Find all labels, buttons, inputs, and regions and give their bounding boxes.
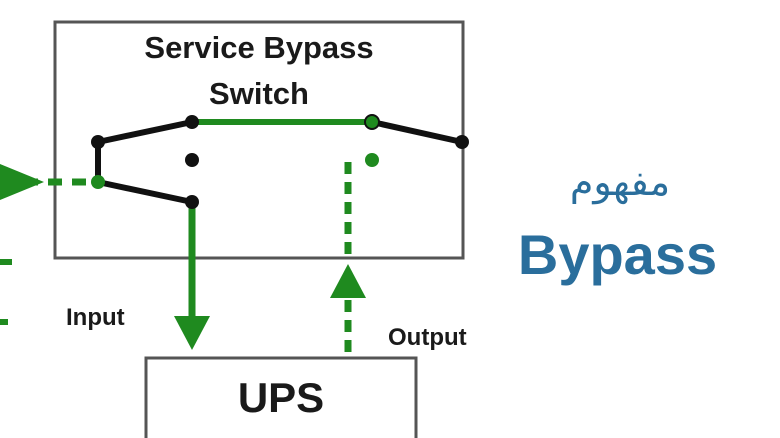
contact-dot-bottom-left xyxy=(185,195,199,209)
switch-link-lower-left xyxy=(97,179,193,205)
contact-dot-middle-right xyxy=(365,153,379,167)
switch-box-title-line2: Switch xyxy=(209,76,309,111)
switch-box xyxy=(53,20,465,260)
contact-dot-middle-left xyxy=(185,153,199,167)
switch-link-upper-left xyxy=(97,119,193,145)
output-arrowhead xyxy=(330,264,366,298)
contact-dot-left-top xyxy=(91,135,105,149)
switch-link-right xyxy=(371,119,463,145)
input-label: Input xyxy=(66,304,125,331)
contact-dot-top-left xyxy=(185,115,199,129)
switch-box-title-line1: Service Bypass xyxy=(144,30,373,65)
contact-dot-top-right xyxy=(364,114,380,130)
ups-label: UPS xyxy=(238,374,324,421)
caption-arabic: مفهوم xyxy=(569,160,671,204)
incoming-arrowhead xyxy=(0,164,44,200)
caption-bypass: Bypass xyxy=(517,223,718,286)
output-label: Output xyxy=(388,324,467,351)
contact-dot-left-bottom xyxy=(91,175,105,189)
input-arrowhead xyxy=(174,316,210,350)
contact-dot-far-right xyxy=(455,135,469,149)
ups-box xyxy=(144,356,418,438)
